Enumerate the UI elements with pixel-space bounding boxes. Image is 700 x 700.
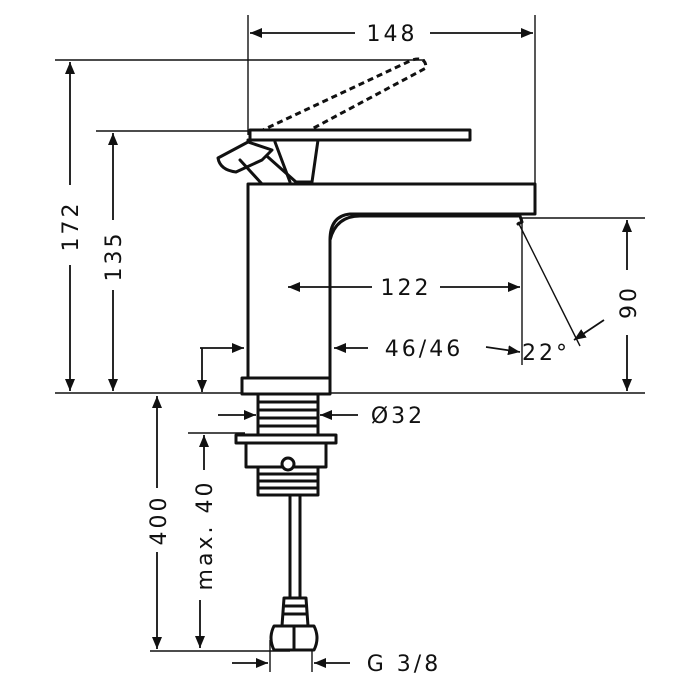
base-ring: [240, 376, 332, 396]
dim-max-thickness: max. 40: [193, 480, 218, 591]
dim-connection-thread: G 3/8: [367, 652, 441, 677]
dim-shank-diameter: Ø32: [371, 404, 425, 429]
hose-fitting: [280, 456, 296, 472]
hose-connector: [280, 596, 310, 628]
dim-body-section: 46/46: [385, 337, 463, 362]
hose: [288, 493, 302, 600]
faucet-column: [246, 182, 537, 380]
faucet-body: [216, 57, 537, 652]
dim-spout-reach: 122: [381, 276, 432, 301]
dim-overall-width: 148: [367, 22, 418, 47]
lever-knob: [216, 140, 274, 174]
dim-spout-height: 90: [617, 285, 642, 319]
dimension-lines: [65, 28, 632, 668]
shank-threads: [256, 400, 320, 428]
lever-raised-outline: [248, 57, 428, 146]
dim-overall-height: 172: [59, 201, 84, 252]
dim-hose-length: 400: [147, 495, 172, 546]
dim-body-height: 135: [102, 231, 127, 282]
dim-angle: 22°: [522, 341, 570, 366]
lever: [248, 128, 472, 142]
